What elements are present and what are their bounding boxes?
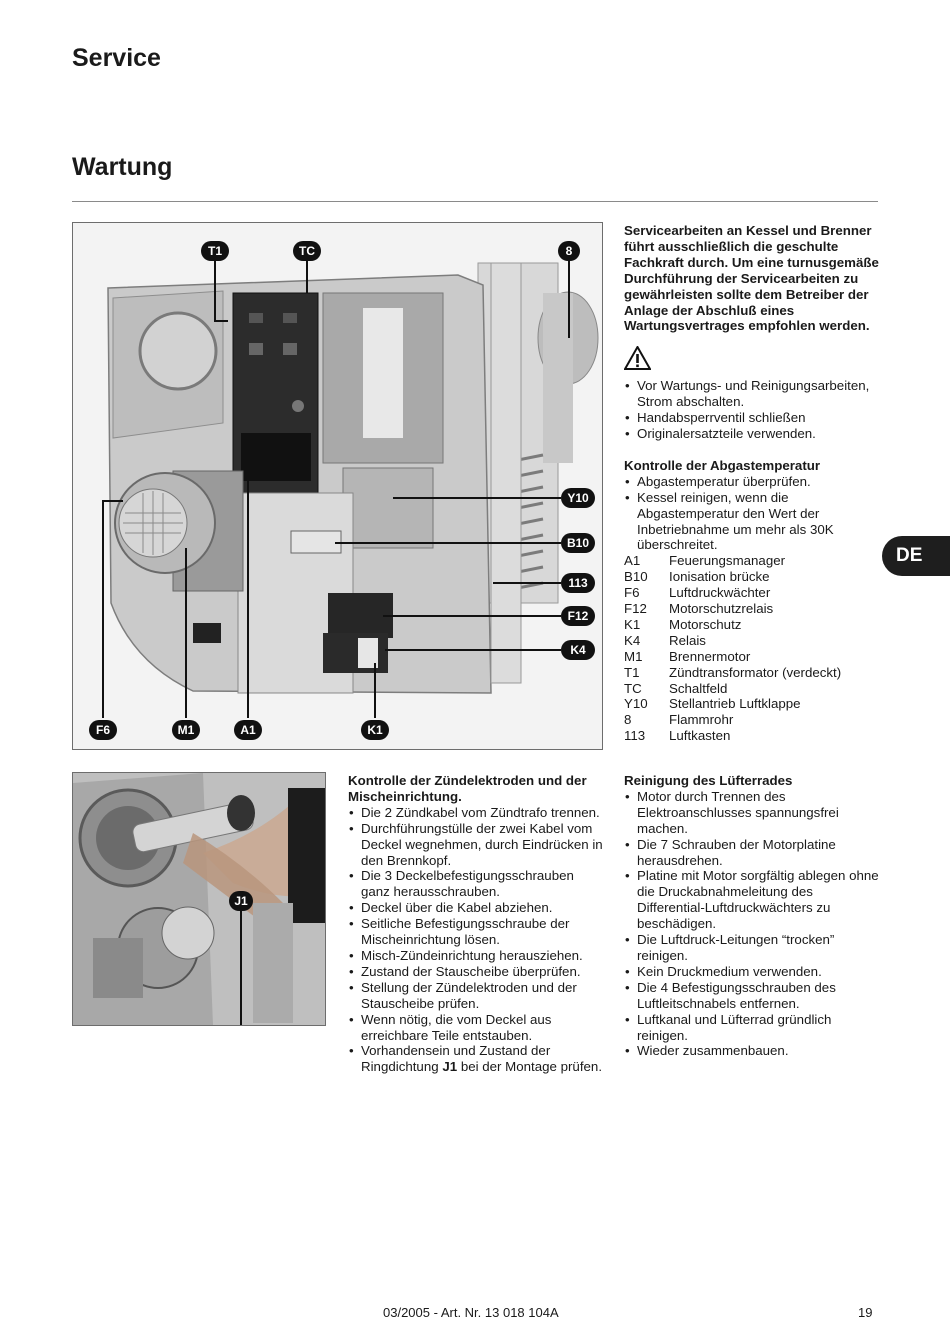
svg-text:Y10: Y10 (567, 491, 589, 505)
callout-f12: F12 (561, 606, 595, 626)
svg-text:113: 113 (568, 576, 588, 590)
callout-y10: Y10 (561, 488, 595, 508)
callout-t1: T1 (201, 241, 229, 261)
list-item: Motor durch Trennen des Elektroanschluss… (624, 789, 879, 837)
list-item: Die 4 Befestigungsschrauben des Luftleit… (624, 980, 879, 1012)
list-item: Die 7 Schrauben der Motorplatine herausd… (624, 837, 879, 869)
svg-text:8: 8 (566, 244, 573, 258)
list-item: Wenn nötig, die vom Deckel aus erreichba… (348, 1012, 603, 1044)
luefter-column: Reinigung des Lüfterrades Motor durch Tr… (624, 773, 879, 1059)
safety-list: Vor Wartungs- und Reinigungsarbeiten, St… (624, 378, 879, 442)
callout-tc: TC (293, 241, 321, 261)
callout-badges: T1 TC 8 Y10 B10 113 F12 K4 (89, 241, 595, 740)
list-item: Kessel reinigen, wenn die Abgastemperatu… (624, 490, 879, 554)
luefter-list: Motor durch Trennen des Elektroanschluss… (624, 789, 879, 1059)
intro-column: Servicearbeiten an Kessel und Brenner fü… (623, 223, 879, 744)
list-item: Kein Druckmedium verwenden. (624, 964, 879, 980)
callout-113: 113 (561, 573, 595, 593)
list-item: Wieder zusammenbauen. (624, 1043, 879, 1059)
callout-k1: K1 (361, 720, 389, 740)
warning-triangle-icon (623, 345, 652, 371)
svg-text:F12: F12 (568, 609, 589, 623)
svg-text:J1: J1 (234, 894, 248, 908)
mixing-device-illustration: J1 (73, 773, 325, 1025)
section-title: Service (72, 44, 161, 72)
burner-figure: T1 TC 8 Y10 B10 113 F12 K4 (72, 222, 603, 750)
burner-illustration (102, 261, 599, 718)
list-item: Die 2 Zündkabel vom Zündtrafo trennen. (348, 805, 603, 821)
svg-text:K1: K1 (367, 723, 383, 737)
svg-text:B10: B10 (567, 536, 589, 550)
svg-text:TC: TC (299, 244, 315, 258)
list-item: Vorhandensein und Zustand der Ringdichtu… (348, 1043, 603, 1075)
page-number: 19 (858, 1305, 873, 1320)
svg-text:T1: T1 (208, 244, 222, 258)
language-tab: DE (882, 536, 950, 576)
svg-text:A1: A1 (240, 723, 256, 737)
abgas-list: Abgastemperatur überprüfen. Kessel reini… (624, 474, 879, 554)
list-item: Zustand der Stauscheibe überprüfen. (348, 964, 603, 980)
callout-f6: F6 (89, 720, 117, 740)
list-item: Durchführungstülle der zwei Kabel vom De… (348, 821, 603, 869)
list-item: Stellung der Zündelektroden und der Stau… (348, 980, 603, 1012)
page-subtitle: Wartung (72, 153, 173, 181)
list-item: Originalersatzteile verwenden. (624, 426, 879, 442)
callout-8: 8 (558, 241, 580, 261)
zuend-column: Kontrolle der Zündelektroden und der Mis… (348, 773, 603, 1075)
list-item: Vor Wartungs- und Reinigungsarbeiten, St… (624, 378, 879, 410)
ring-seal-ref: J1 (442, 1059, 458, 1075)
list-item: Platine mit Motor sorgfältig ablegen ohn… (624, 868, 879, 932)
list-item: Misch-Zündeinrichtung herausziehen. (348, 948, 603, 964)
callout-b10: B10 (561, 533, 595, 553)
luefter-heading: Reinigung des Lüfterrades (624, 773, 793, 788)
mixing-device-figure: J1 (72, 772, 326, 1026)
list-item: Deckel über die Kabel abziehen. (348, 900, 603, 916)
abgas-heading: Kontrolle der Abgastemperatur (624, 457, 821, 473)
list-item: Die 3 Deckelbefestigungsschrauben ganz h… (348, 868, 603, 900)
svg-text:M1: M1 (178, 723, 195, 737)
list-item: Abgastemperatur überprüfen. (624, 474, 879, 490)
zuend-heading: Kontrolle der Zündelektroden und der Mis… (348, 773, 587, 804)
callout-j1: J1 (229, 891, 253, 911)
list-item: Seitliche Befestigungsschraube der Misch… (348, 916, 603, 948)
zuend-list: Die 2 Zündkabel vom Zündtrafo trennen. D… (348, 805, 603, 1075)
svg-text:F6: F6 (96, 723, 110, 737)
list-item: Luftkanal und Lüfterrad gründlich reinig… (624, 1012, 879, 1044)
callout-a1: A1 (234, 720, 262, 740)
callout-m1: M1 (172, 720, 200, 740)
svg-text:K4: K4 (570, 643, 586, 657)
list-item: Die Luftdruck-Leitungen “trocken” reinig… (624, 932, 879, 964)
footer-article: 03/2005 - Art. Nr. 13 018 104A (383, 1305, 559, 1320)
list-item: Handabsperrventil schließen (624, 410, 879, 426)
intro-text: Servicearbeiten an Kessel und Brenner fü… (624, 223, 879, 334)
header-divider (72, 201, 878, 202)
callout-k4: K4 (561, 640, 595, 660)
